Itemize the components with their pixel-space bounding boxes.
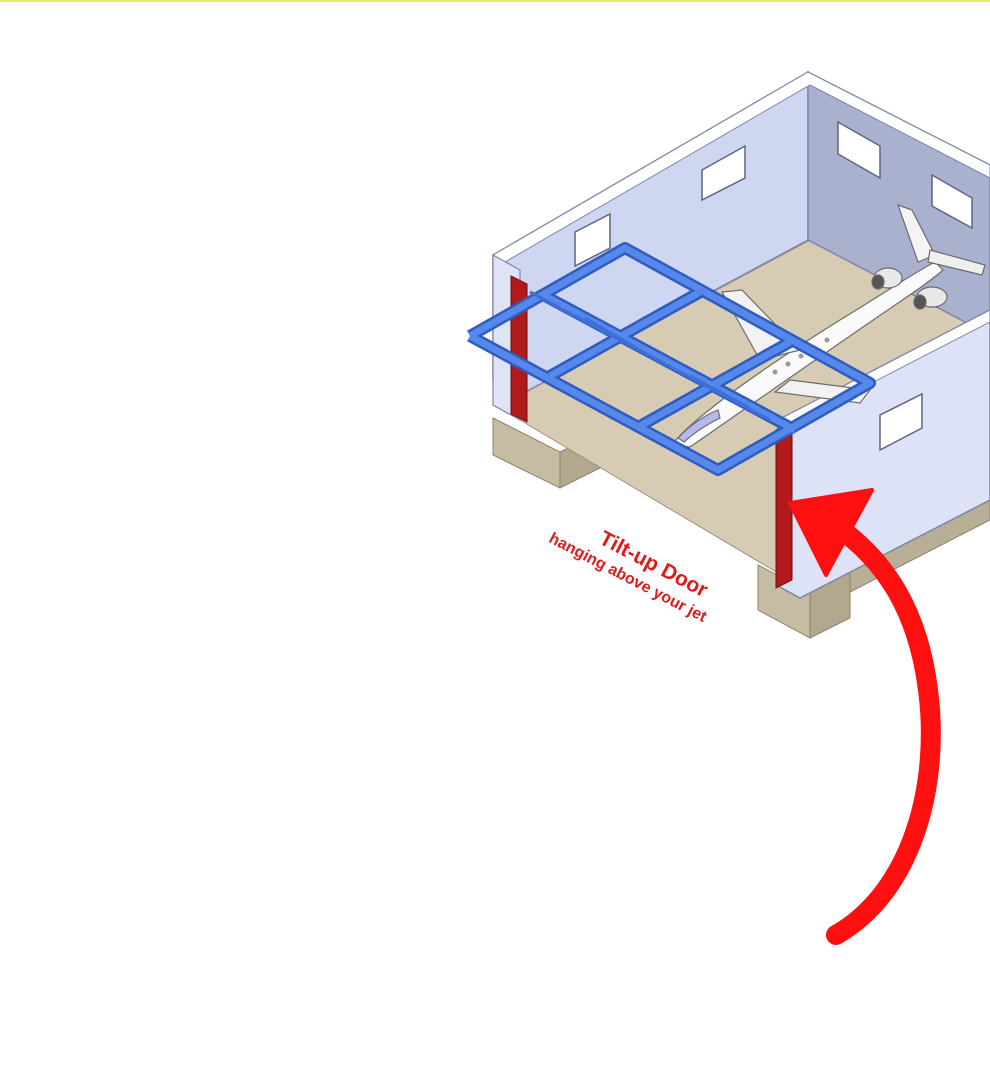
windows <box>574 120 973 452</box>
window <box>931 173 973 230</box>
window <box>574 212 611 268</box>
tilt-up-door-frame <box>467 242 876 476</box>
window <box>837 120 881 180</box>
window <box>701 144 746 202</box>
left-column <box>510 275 528 423</box>
window <box>879 392 923 452</box>
top-border <box>0 0 990 2</box>
pointer-arrow <box>788 488 941 945</box>
